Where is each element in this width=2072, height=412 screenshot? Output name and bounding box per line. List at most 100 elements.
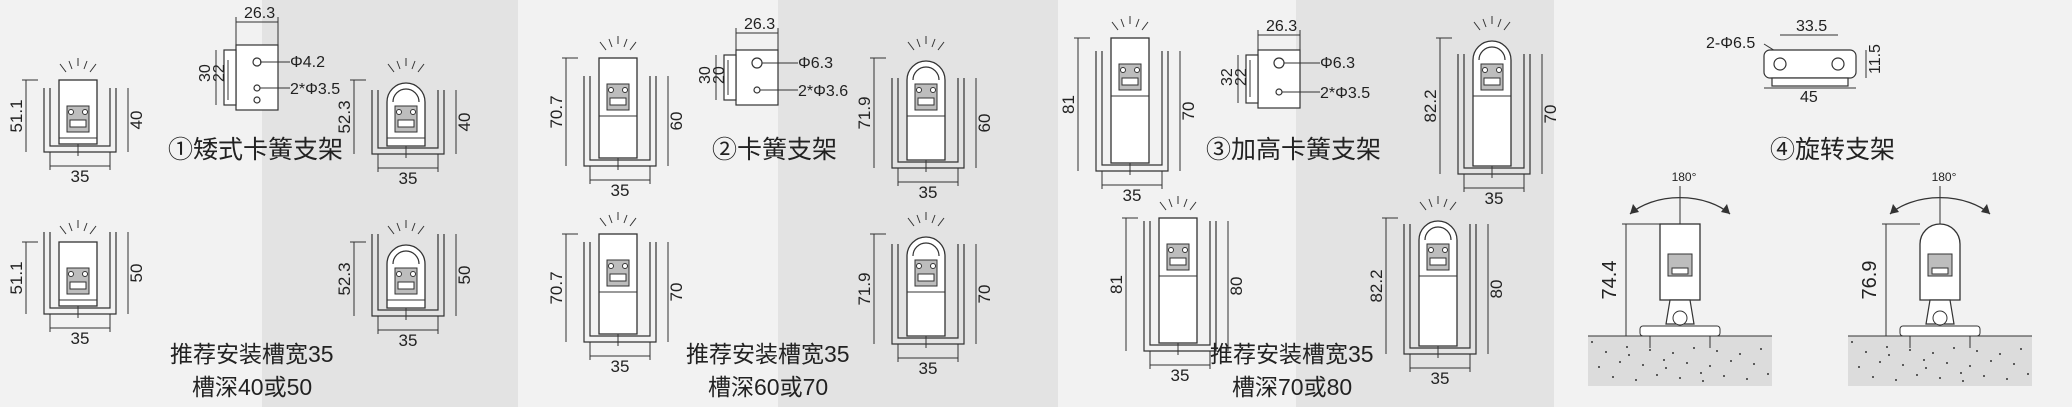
concrete-speck bbox=[1686, 362, 1688, 364]
left-height-label: 52.3 bbox=[335, 262, 354, 295]
groove-inner bbox=[589, 242, 651, 337]
light-ray bbox=[1189, 201, 1197, 211]
device-handle-arc bbox=[1478, 46, 1506, 61]
rotating-base-lower bbox=[1771, 77, 1849, 87]
height-label: 76.9 bbox=[1859, 261, 1881, 300]
concrete-speck bbox=[1939, 377, 1941, 379]
light-ray bbox=[68, 60, 73, 70]
light-ray bbox=[396, 222, 401, 232]
hole-center bbox=[751, 57, 763, 69]
light-ray bbox=[411, 60, 416, 70]
light-ray bbox=[59, 63, 67, 73]
top-width-label: 26.3 bbox=[244, 5, 275, 22]
latch-screw bbox=[82, 271, 88, 277]
top-h2-label: 22 bbox=[1233, 68, 1250, 86]
usb-port bbox=[917, 97, 935, 106]
concrete-speck bbox=[1916, 374, 1918, 376]
light-ray bbox=[599, 217, 607, 227]
rotation-view-left: 180°74.4 bbox=[1588, 170, 1772, 386]
usb-port bbox=[397, 281, 415, 290]
light-ray bbox=[387, 225, 395, 235]
light-ray bbox=[1497, 18, 1502, 28]
groove-outer bbox=[583, 76, 657, 167]
light-ray bbox=[623, 38, 628, 48]
groove-depth-label: 40 bbox=[127, 111, 146, 130]
latch-screw bbox=[1428, 247, 1434, 253]
light-ray bbox=[1443, 198, 1448, 208]
concrete-speck bbox=[1886, 346, 1888, 348]
groove-outer bbox=[891, 78, 965, 169]
latch-screw bbox=[396, 109, 402, 115]
rotating-bracket-top-view: 33.5 2-Φ6.5 45 11.5 bbox=[1706, 18, 1884, 106]
groove-depth-label: 50 bbox=[127, 264, 146, 283]
concrete-speck bbox=[1693, 347, 1695, 349]
hole-small-2 bbox=[253, 96, 261, 104]
groove-inner bbox=[1463, 54, 1525, 169]
height-label: 74.4 bbox=[1599, 261, 1621, 300]
panel-3-note-line2: 槽深70或80 bbox=[1232, 374, 1352, 400]
groove-depth-label: 50 bbox=[455, 266, 474, 285]
panel-1-note-line1: 推荐安装槽宽35 bbox=[170, 341, 334, 367]
concrete-speck bbox=[1663, 359, 1665, 361]
concrete-speck bbox=[1760, 348, 1762, 350]
concrete-speck bbox=[1716, 350, 1718, 352]
concrete-speck bbox=[2013, 363, 2015, 365]
light-ray bbox=[907, 217, 915, 227]
device-handle-arc bbox=[912, 242, 940, 257]
light-ray bbox=[629, 41, 637, 51]
latch-screw bbox=[410, 109, 416, 115]
groove-width-label: 35 bbox=[71, 329, 90, 348]
panel-4-title: ④旋转支架 bbox=[1770, 136, 1895, 164]
latch-screw bbox=[1482, 67, 1488, 73]
concrete-speck bbox=[1925, 367, 1927, 369]
groove-depth-label: 80 bbox=[1227, 277, 1246, 296]
groove-width-label: 35 bbox=[399, 169, 418, 188]
latch-screw bbox=[1120, 67, 1126, 73]
concrete-speck bbox=[1969, 365, 1971, 367]
concrete-speck bbox=[1612, 376, 1614, 378]
concrete-speck bbox=[1605, 351, 1607, 353]
spacing-label: 33.5 bbox=[1796, 18, 1827, 35]
panel-1-bg-dark bbox=[262, 0, 518, 407]
groove-inner bbox=[1149, 221, 1211, 346]
light-ray bbox=[608, 214, 613, 224]
device-handle-arc bbox=[392, 250, 420, 265]
light-ray bbox=[937, 41, 945, 51]
light-ray bbox=[89, 225, 97, 235]
panel-1-top-view: 26.3 30 22 Φ4.2 2*Φ3.5 bbox=[197, 5, 340, 111]
groove-outer bbox=[1143, 221, 1217, 352]
groove-width-label: 35 bbox=[1123, 186, 1142, 205]
left-height-label: 82.2 bbox=[1367, 269, 1386, 302]
latch-screw bbox=[1134, 67, 1140, 73]
base-hole-left bbox=[1773, 57, 1787, 71]
light-ray bbox=[623, 214, 628, 224]
groove-width-label: 35 bbox=[611, 181, 630, 200]
groove-inner bbox=[589, 76, 651, 161]
rotation-arrow-left bbox=[1630, 204, 1639, 214]
concrete-speck bbox=[1999, 353, 2001, 355]
groove-inner bbox=[377, 234, 439, 311]
length-label: 45 bbox=[1800, 89, 1818, 106]
holes-label: 2-Φ6.5 bbox=[1706, 35, 1755, 52]
usb-port bbox=[1931, 267, 1949, 275]
latch-screw bbox=[916, 87, 922, 93]
light-ray bbox=[396, 60, 401, 70]
concrete-speck bbox=[1723, 375, 1725, 377]
light-ray bbox=[59, 225, 67, 235]
concrete-speck bbox=[2020, 348, 2022, 350]
device-handle-arc bbox=[392, 88, 420, 103]
left-height-label: 82.2 bbox=[1421, 89, 1440, 122]
hole-2-label: 2*Φ3.5 bbox=[290, 81, 340, 98]
concrete-speck bbox=[1879, 361, 1881, 363]
groove-inner bbox=[49, 232, 111, 309]
device-body bbox=[1158, 217, 1198, 344]
groove-outer bbox=[1403, 224, 1477, 355]
usb-port bbox=[1483, 77, 1501, 86]
